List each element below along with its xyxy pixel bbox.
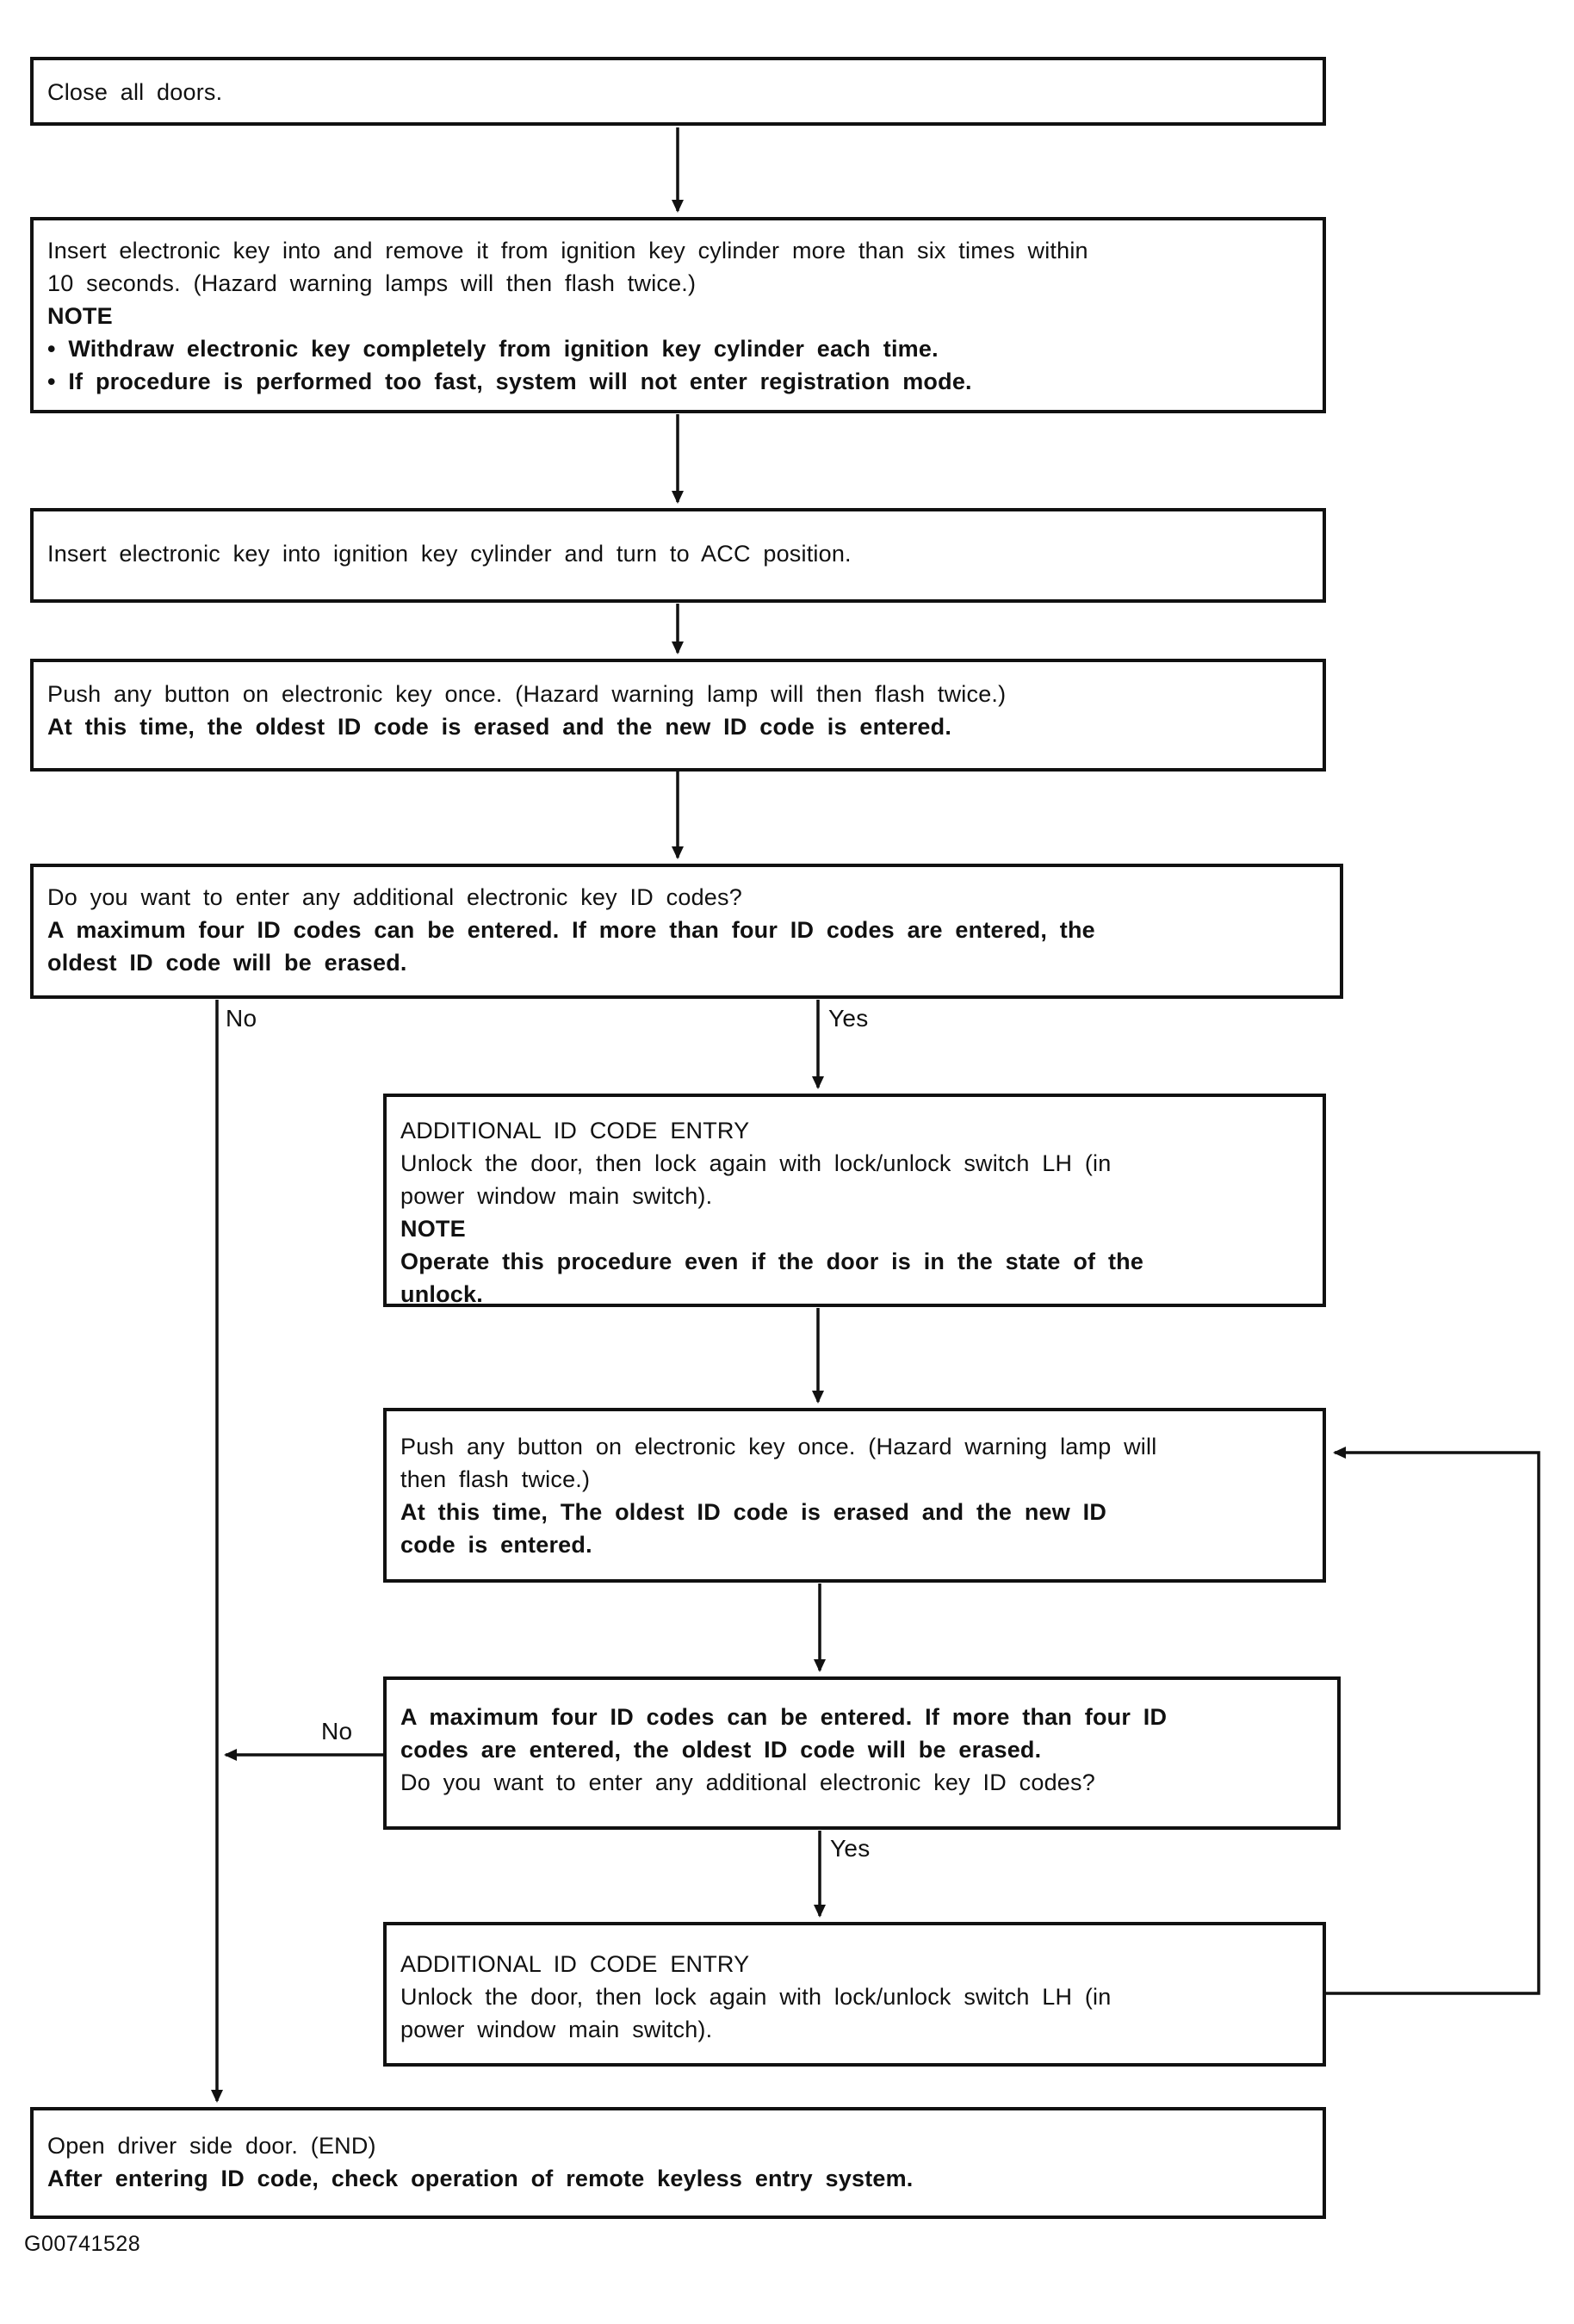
note-text: Operate this procedure even if the door … — [400, 1249, 1144, 1274]
node-text: Unlock the door, then lock again with lo… — [400, 1984, 1112, 2010]
note-label: NOTE — [400, 1216, 466, 1242]
note-label: NOTE — [47, 303, 113, 329]
branch-label-no-top: No — [226, 1005, 257, 1032]
node-question-additional-second: A maximum four ID codes can be entered. … — [383, 1676, 1341, 1830]
node-text: Open driver side door. (END) — [47, 2133, 376, 2159]
node-text-bold: A maximum four ID codes can be entered. … — [47, 917, 1095, 943]
node-text-bold: A maximum four ID codes can be entered. … — [400, 1704, 1168, 1730]
node-text-bold: codes are entered, the oldest ID code wi… — [400, 1737, 1042, 1763]
node-text: Insert electronic key into ignition key … — [47, 541, 852, 567]
node-end: Open driver side door. (END) After enter… — [30, 2107, 1326, 2219]
node-text-bold: At this time, The oldest ID code is eras… — [400, 1499, 1107, 1525]
branch-label-yes-top: Yes — [828, 1005, 869, 1032]
node-text: Close all doors. — [47, 79, 223, 105]
node-push-button-first: Push any button on electronic key once. … — [30, 659, 1326, 772]
node-close-doors: Close all doors. — [30, 57, 1326, 126]
node-text-bold: oldest ID code will be erased. — [47, 950, 407, 976]
figure-code: G00741528 — [24, 2232, 141, 2256]
node-text: power window main switch). — [400, 1183, 713, 1209]
node-additional-entry-first: ADDITIONAL ID CODE ENTRY Unlock the door… — [383, 1094, 1326, 1307]
node-title: ADDITIONAL ID CODE ENTRY — [400, 1951, 750, 1977]
node-text: Unlock the door, then lock again with lo… — [400, 1150, 1112, 1176]
node-title: ADDITIONAL ID CODE ENTRY — [400, 1118, 750, 1143]
node-question-additional-first: Do you want to enter any additional elec… — [30, 864, 1343, 999]
loop-entry2-back-to-push2 — [1326, 1447, 1540, 1995]
node-text-bold: At this time, the oldest ID code is eras… — [47, 714, 952, 740]
node-text-bold: code is entered. — [400, 1532, 592, 1558]
note-text: unlock. — [400, 1281, 483, 1307]
node-text: Push any button on electronic key once. … — [47, 681, 1007, 707]
node-text: Push any button on electronic key once. … — [400, 1434, 1157, 1459]
node-text: 10 seconds. (Hazard warning lamps will t… — [47, 270, 697, 296]
node-additional-entry-second: ADDITIONAL ID CODE ENTRY Unlock the door… — [383, 1922, 1326, 2067]
node-text-bold: After entering ID code, check operation … — [47, 2166, 914, 2191]
node-text: then flash twice.) — [400, 1466, 591, 1492]
node-text: Insert electronic key into and remove it… — [47, 238, 1088, 263]
node-push-button-second: Push any button on electronic key once. … — [383, 1408, 1326, 1583]
node-registration-mode: Insert electronic key into and remove it… — [30, 217, 1326, 413]
note-bullet: • If procedure is performed too fast, sy… — [47, 369, 972, 394]
node-text: power window main switch). — [400, 2017, 713, 2042]
branch-label-no-bottom: No — [321, 1718, 353, 1745]
note-bullet: • Withdraw electronic key completely fro… — [47, 336, 939, 362]
node-insert-acc: Insert electronic key into ignition key … — [30, 508, 1326, 603]
branch-label-yes-bottom: Yes — [830, 1835, 871, 1862]
node-text: Do you want to enter any additional elec… — [47, 884, 742, 910]
node-text: Do you want to enter any additional elec… — [400, 1769, 1095, 1795]
